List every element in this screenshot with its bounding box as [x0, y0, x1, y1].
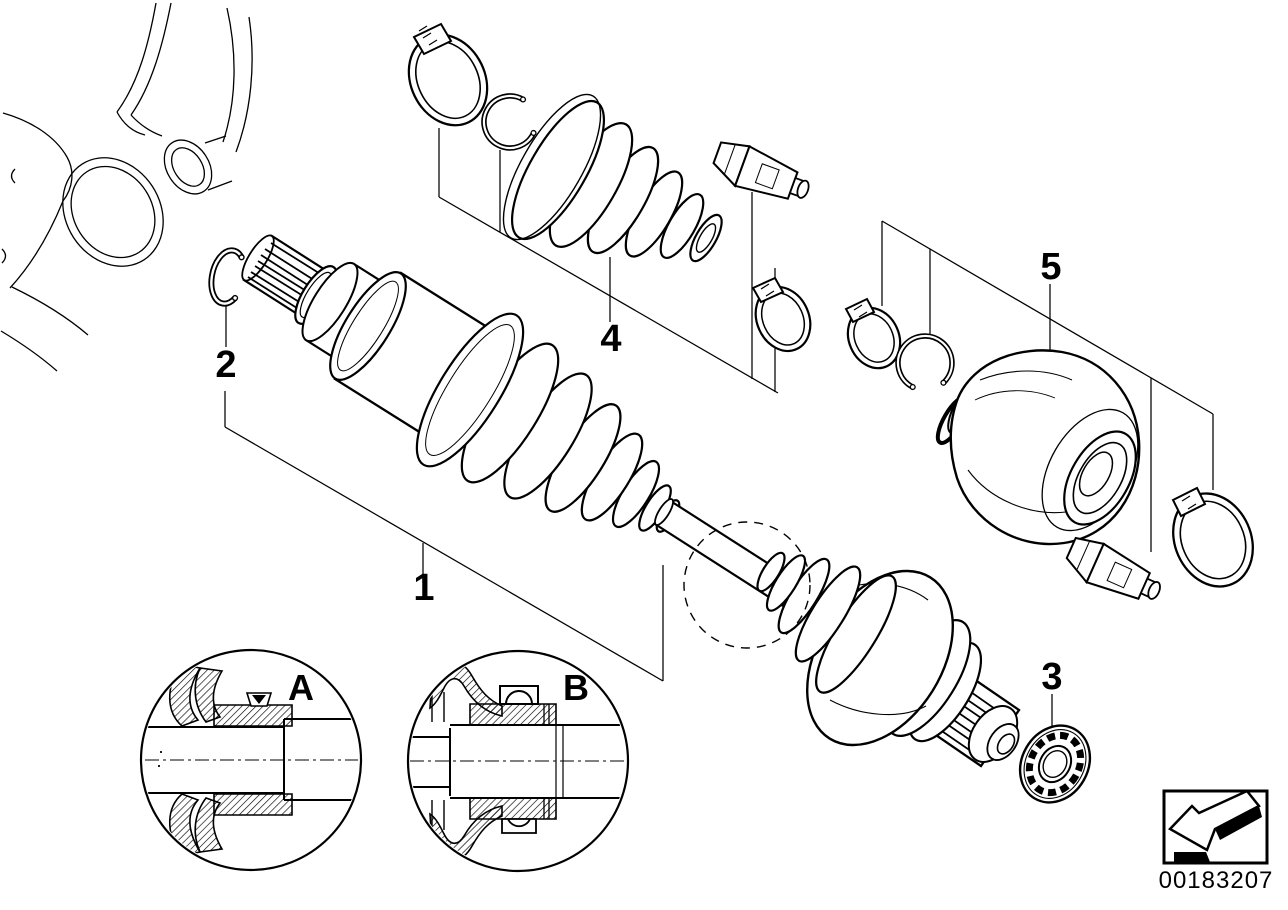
callout-1[interactable]: 1: [413, 567, 434, 609]
callout-3[interactable]: 3: [1041, 656, 1062, 698]
cv-boot-outer-kit: [935, 349, 1141, 546]
detail-reference-circle: [683, 521, 811, 649]
grease-tube-inner: [712, 141, 810, 200]
inner-cv-boot: [415, 312, 681, 533]
nav-box[interactable]: [1162, 789, 1269, 865]
callout-5[interactable]: 5: [1040, 246, 1061, 288]
diagram-code: 00183207: [1159, 867, 1274, 894]
transmission-housing-outline: [0, 2, 253, 372]
repair-kit-outer: [844, 297, 1254, 600]
grease-tube-outer: [1065, 536, 1161, 600]
detail-view-a: A: [139, 648, 363, 872]
snap-ring-inner: [481, 93, 537, 151]
repair-kit-inner: [407, 22, 812, 353]
hose-clamp-large-outer: [1171, 486, 1254, 588]
cv-boot-inner-kit: [502, 93, 723, 263]
hose-clamp-small-outer: [844, 297, 902, 370]
callout-2[interactable]: 2: [215, 344, 236, 386]
hose-clamp-large-inner: [407, 22, 489, 127]
circlip: [208, 247, 245, 307]
leader-lines: [224, 128, 1214, 726]
arrow-down-left-icon[interactable]: [1167, 789, 1262, 862]
detail-view-b: B: [406, 649, 630, 873]
collar-nut: [1018, 724, 1092, 804]
callout-4[interactable]: 4: [600, 318, 621, 360]
outer-cv-boot: [756, 551, 983, 747]
detail-b-label: B: [563, 667, 589, 708]
drive-shaft-assembly: [241, 234, 1021, 768]
snap-ring-outer: [895, 333, 955, 391]
hose-clamp-small-inner: [751, 276, 812, 353]
detail-a-label: A: [288, 667, 314, 708]
